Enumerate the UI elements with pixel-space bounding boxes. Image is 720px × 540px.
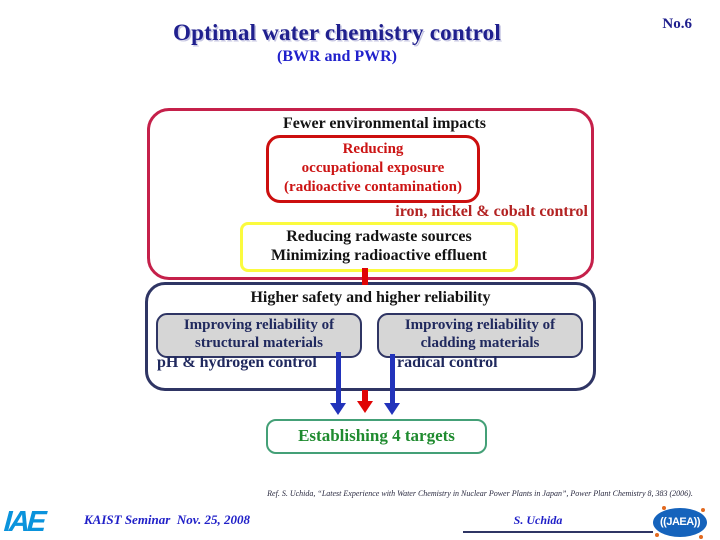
seminar-label: KAIST Seminar Nov. 25, 2008	[84, 512, 251, 527]
occupational-line-3: (radioactive contamination)	[284, 179, 462, 195]
jaea-logo-dot	[699, 535, 703, 539]
radwaste-line-1: Reducing radwaste sources	[286, 228, 472, 245]
cladding-line-2: cladding materials	[420, 335, 540, 351]
structural-line-2: structural materials	[195, 335, 323, 351]
slide-subtitle: (BWR and PWR)	[276, 48, 397, 65]
occupational-line-2: occupational exposure	[301, 160, 445, 176]
reference-text: Ref. S. Uchida, “Latest Experience with …	[267, 489, 693, 498]
jaea-logo-dot	[662, 506, 666, 510]
red-connector-line	[362, 268, 368, 285]
arrow-head	[330, 403, 346, 415]
radwaste-line-2: Minimizing radioactive effluent	[271, 247, 487, 264]
jaea-logo-dot	[655, 533, 659, 537]
slide-number: No.6	[662, 16, 692, 32]
targets-label: Establishing 4 targets	[298, 426, 455, 445]
arrow-shaft	[335, 352, 341, 403]
iron-nickel-cobalt-note: iron, nickel & cobalt control	[395, 203, 588, 220]
arrow-shaft	[389, 354, 395, 403]
slide-title: Optimal water chemistry control	[173, 20, 501, 45]
occupational-line-1: Reducing	[342, 141, 404, 157]
safety-reliability-box: Higher safety and higher reliability Imp…	[145, 282, 596, 391]
radical-control-note: radical control	[397, 354, 498, 371]
arrow-head	[384, 403, 400, 415]
iae-logo: IAE	[2, 506, 45, 538]
red-down-arrow	[357, 390, 373, 413]
jaea-logo-dot	[701, 508, 705, 512]
arrow-shaft	[362, 390, 368, 401]
radwaste-box: Reducing radwaste sources Minimizing rad…	[240, 222, 518, 272]
blue-down-arrow-left	[330, 352, 346, 415]
environmental-heading: Fewer environmental impacts	[283, 115, 486, 132]
cladding-materials-box: Improving reliability of cladding materi…	[377, 313, 583, 358]
structural-materials-box: Improving reliability of structural mate…	[156, 313, 362, 358]
jaea-logo: JAEA	[653, 506, 707, 539]
safety-heading: Higher safety and higher reliability	[250, 289, 491, 306]
author-name: S. Uchida	[513, 513, 563, 527]
blue-down-arrow-right	[384, 354, 400, 415]
environmental-impacts-box: Fewer environmental impacts Reducing occ…	[147, 108, 594, 280]
arrow-head	[357, 401, 373, 413]
signature-line	[463, 531, 653, 533]
ph-hydrogen-note: pH & hydrogen control	[157, 354, 317, 371]
targets-box: Establishing 4 targets	[266, 419, 487, 454]
cladding-line-1: Improving reliability of	[404, 317, 556, 333]
structural-line-1: Improving reliability of	[183, 317, 335, 333]
jaea-logo-text: JAEA	[660, 516, 700, 528]
occupational-exposure-box: Reducing occupational exposure (radioact…	[266, 135, 480, 203]
